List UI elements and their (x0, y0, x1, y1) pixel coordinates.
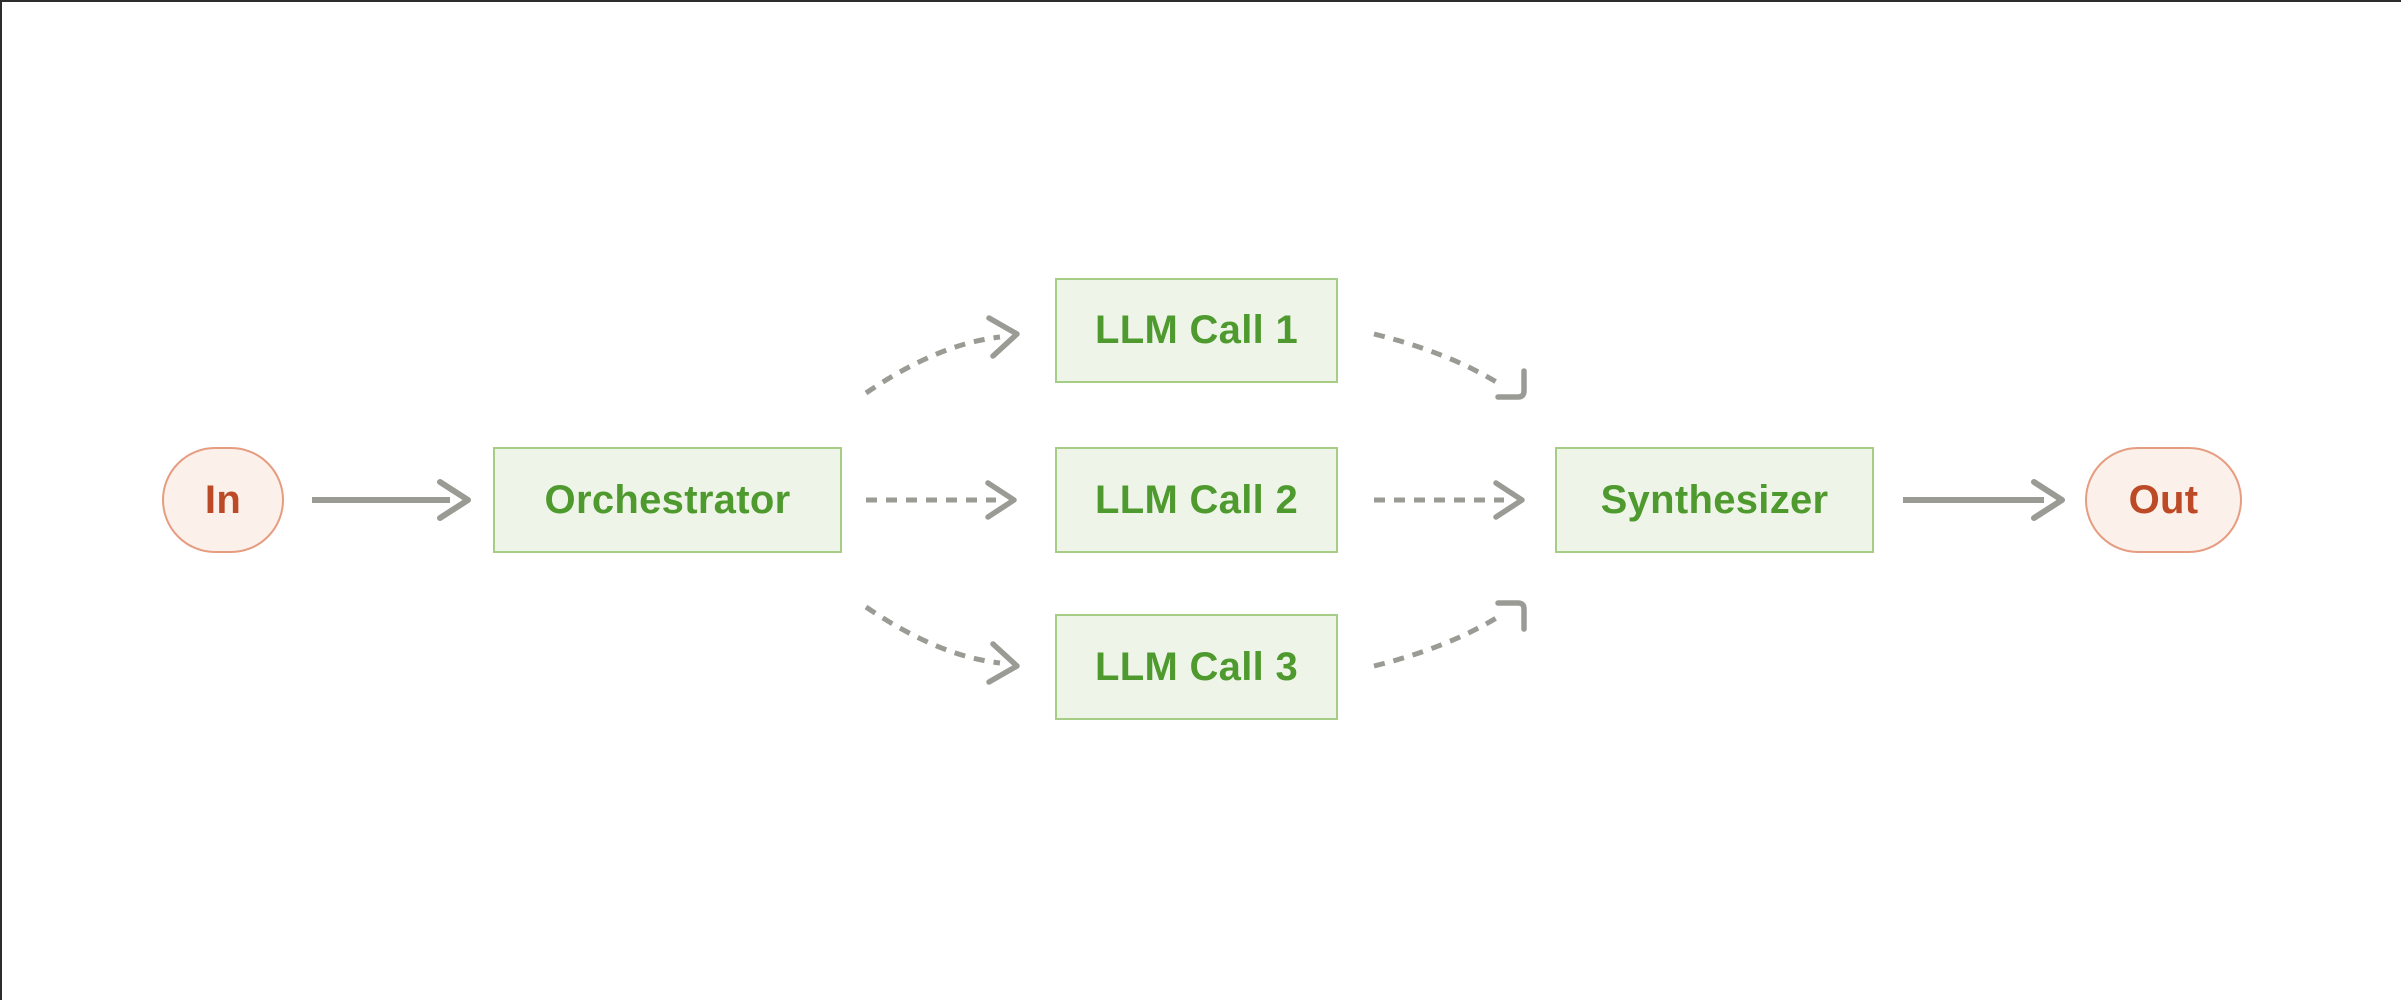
node-out-label: Out (2128, 477, 2199, 522)
arrow-orchestrator-to-llm-call-2 (866, 480, 1017, 520)
node-llm-call-2: LLM Call 2 (1055, 447, 1338, 553)
screen-border-top (0, 0, 2401, 2)
node-llm-call-1-label: LLM Call 1 (1094, 308, 1299, 352)
node-synthesizer-label: Synthesizer (1600, 477, 1829, 522)
arrow-orchestrator-to-llm-call-1 (864, 315, 1020, 396)
node-llm-call-1: LLM Call 1 (1055, 278, 1338, 383)
arrow-in-to-orchestrator (312, 479, 471, 521)
node-out: Out (2085, 447, 2242, 553)
arrow-orchestrator-to-llm-call-3 (864, 604, 1020, 685)
arrow-llm-call-1-to-synthesizer (1373, 331, 1527, 400)
node-llm-call-3-label: LLM Call 3 (1094, 644, 1299, 689)
arrow-llm-call-2-to-synthesizer (1374, 480, 1525, 520)
node-synthesizer: Synthesizer (1555, 447, 1874, 553)
node-in-label: In (204, 477, 242, 522)
node-llm-call-3: LLM Call 3 (1055, 614, 1338, 720)
node-llm-call-2-label: LLM Call 2 (1094, 477, 1299, 522)
node-orchestrator-label: Orchestrator (544, 477, 791, 522)
arrow-llm-call-3-to-synthesizer (1373, 600, 1527, 669)
screen-border-left (0, 0, 2, 1000)
arrow-synthesizer-to-out (1903, 479, 2065, 521)
node-in: In (162, 447, 284, 553)
node-orchestrator: Orchestrator (493, 447, 842, 553)
